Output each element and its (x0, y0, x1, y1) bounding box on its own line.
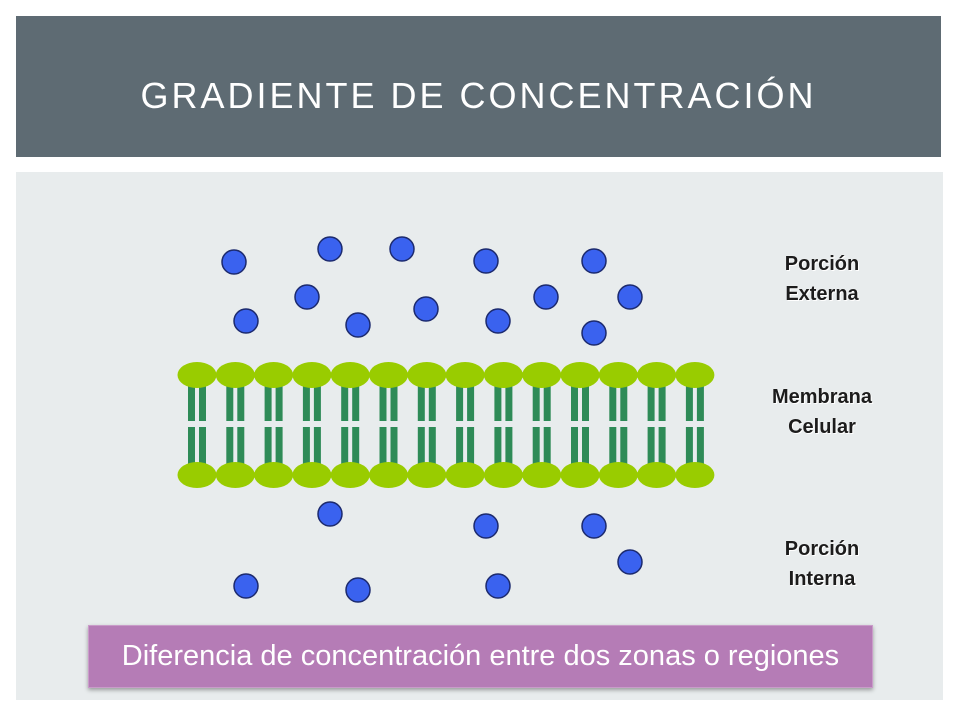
external-portion-label: Porción Externa (752, 249, 892, 309)
internal-portion-label: Porción Interna (752, 534, 892, 594)
external-label-line2: Externa (785, 283, 859, 305)
title-bar: GRADIENTE DE CONCENTRACIÓN (16, 16, 941, 157)
internal-label-line2: Interna (788, 568, 856, 590)
membrane-label-line1: Membrana (771, 386, 873, 408)
membrane-label-line2: Celular (788, 416, 856, 438)
external-label-line1: Porción (784, 253, 860, 275)
internal-label-line1: Porción (784, 538, 860, 560)
cell-membrane-label: Membrana Celular (752, 382, 892, 442)
slide-title: GRADIENTE DE CONCENTRACIÓN (140, 75, 817, 116)
definition-caption: Diferencia de concentración entre dos zo… (88, 625, 873, 688)
